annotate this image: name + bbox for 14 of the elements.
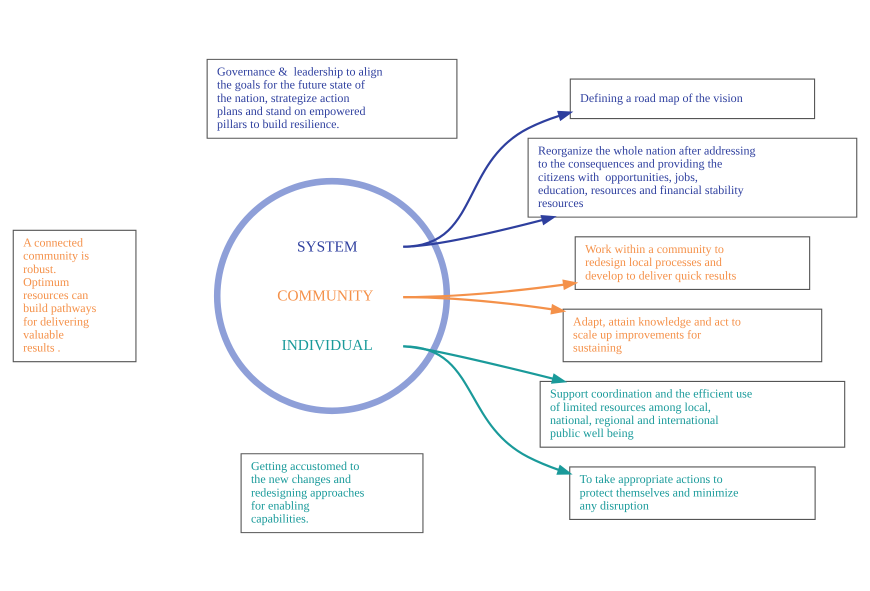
node-box: To take appropriate actions to protect themselves and minimize any disruption [569, 466, 816, 520]
node-box: Defining a road map of the vision [570, 78, 816, 119]
node-box: Getting accustomed to the new changes and redesigning approaches for enabling capabilities. [240, 452, 424, 533]
arrow [403, 214, 557, 248]
node-box: Governance & leadership to align the goals for the future state of the nation, strategize action plans and stand on empowered pillars to build resilience. [206, 58, 458, 138]
arrow [403, 296, 566, 314]
node-box: Adapt, attain knowledge and act to scale up improvements for sustaining [562, 308, 822, 362]
node-box: Work within a community to redesign local processes and develop to deliver quick results [574, 236, 810, 290]
node-box: A connected community is robust. Optimum resources can build pathways for delivering valuable results . [12, 229, 136, 362]
node-circle: SYSTEM COMMUNITY INDIVIDUAL [214, 177, 450, 414]
arrow [403, 344, 573, 474]
arrow [403, 110, 574, 248]
node-box: Reorganize the whole nation after addressing to the consequences and providing the citizens with opportunities, jobs, education, resources and financial stability resources [528, 137, 858, 218]
node-box: Support coordination and the efficient use of limited resources among local, national, regional and international public well being [540, 380, 846, 448]
